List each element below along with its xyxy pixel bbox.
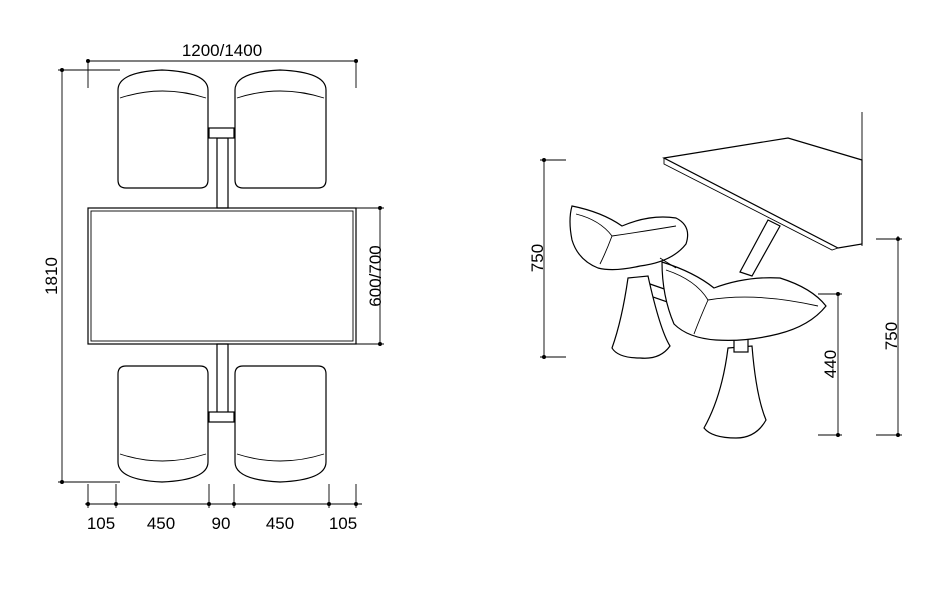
dim-table-depth-label: 600/700 [366,245,385,306]
side-chair-left-shell [569,205,689,271]
side-chair-left-base [611,275,671,359]
plan-seat-bottom-right [234,365,327,483]
dim-width: 1200/1400 [86,41,358,88]
dim-table-height-left: 750 [528,158,566,359]
side-chair-right-shell [659,257,827,341]
dim-seat-height-label: 440 [821,350,840,378]
dim-segment-4: 450 [266,514,294,533]
side-table-top [662,137,863,251]
dim-segment-2: 450 [147,514,175,533]
plan-seat-top-left [117,69,209,189]
side-chair-right-base [703,337,767,439]
dim-segments: 105 450 90 450 105 [85,484,362,533]
dim-segment-3: 90 [212,514,231,533]
plan-seat-top-right [234,69,327,189]
dim-table-depth: 600/700 [356,206,385,346]
plan-table-top [87,207,357,345]
dim-width-label: 1200/1400 [182,41,262,60]
dim-table-height-left-label: 750 [528,244,547,272]
plan-seat-bottom-left [117,365,209,483]
dim-segment-1: 105 [87,514,115,533]
side-view: 750 440 750 [528,112,902,439]
plan-support-frame [208,127,235,423]
dim-seat-height: 440 [818,292,842,437]
dim-table-height-right: 750 [876,236,902,437]
plan-view: 1200/1400 1810 600/700 [42,41,385,533]
dim-length: 1810 [42,68,120,484]
dim-length-label: 1810 [42,257,61,295]
dim-table-height-right-label: 750 [882,322,901,350]
dim-segment-5: 105 [329,514,357,533]
